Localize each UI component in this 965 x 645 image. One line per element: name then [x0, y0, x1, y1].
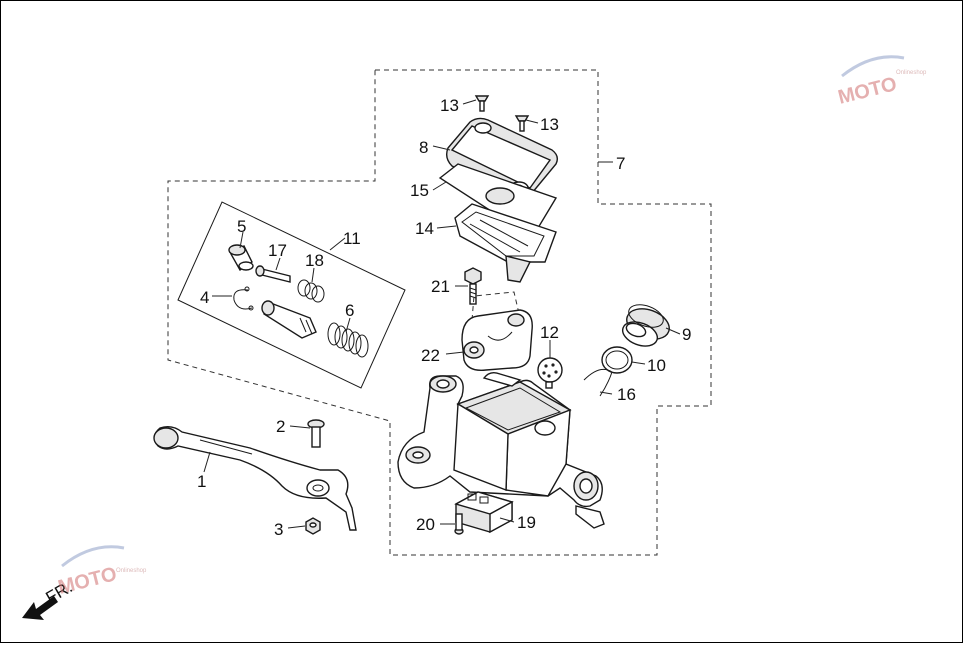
screw-20: [454, 513, 464, 535]
callout-2: 2: [276, 417, 285, 436]
callout-15: 15: [410, 181, 429, 200]
callout-11: 11: [343, 229, 361, 248]
callout-3: 3: [274, 520, 283, 539]
bolt-21: [464, 267, 482, 305]
callout-7: 7: [616, 154, 625, 173]
o-ring: [601, 346, 633, 374]
diaphragm-plate: [438, 163, 558, 229]
dust-boot: [621, 304, 670, 347]
assembly-7-outline: [167, 69, 712, 556]
callout-8: 8: [419, 138, 428, 157]
callout-14: 14: [415, 219, 434, 238]
callout-20: 20: [416, 515, 435, 534]
callout-16: 16: [617, 385, 636, 404]
callout-19: 19: [517, 513, 536, 532]
callout-12: 12: [540, 323, 559, 342]
callout-22: 22: [421, 346, 440, 365]
watermark-top-right: MOTO Onlineshop: [836, 55, 927, 109]
pushrod-17: [255, 265, 291, 283]
callout-13-left: 13: [440, 96, 459, 115]
callout-21: 21: [431, 277, 450, 296]
callout-10: 10: [647, 356, 666, 375]
leader-lines: [203, 99, 681, 529]
callout-1: 1: [197, 472, 206, 491]
spring-6: [327, 322, 369, 358]
spring-18: [297, 279, 325, 303]
callout-9: 9: [682, 325, 691, 344]
screw-13-left: [474, 95, 490, 112]
watermark-bottom-left: MOTO Onlineshop: [56, 545, 147, 599]
screw-13-right: [514, 115, 530, 132]
reservoir-diaphragm: [454, 203, 557, 283]
callout-4: 4: [200, 288, 209, 307]
master-cylinder-body: [397, 371, 605, 529]
handlebar-clamp: [461, 291, 533, 371]
callout-5: 5: [237, 217, 246, 236]
callout-13-right: 13: [540, 115, 559, 134]
watermark-text: MOTO: [56, 563, 119, 599]
callout-18: 18: [305, 251, 324, 270]
brake-lever: [153, 425, 357, 531]
pivot-bolt: [307, 419, 325, 448]
callout-6: 6: [345, 301, 354, 320]
assembly-11-box: [177, 201, 406, 389]
watermark-subtext: Onlineshop: [896, 70, 927, 76]
circlip-16: [583, 368, 613, 397]
nut: [305, 517, 321, 535]
brake-switch: [454, 491, 514, 534]
watermark-text: MOTO: [836, 73, 899, 109]
callout-17: 17: [268, 241, 287, 260]
sight-glass: [537, 357, 563, 389]
piston-cup-5: [228, 244, 254, 272]
watermark-subtext: Onlineshop: [116, 568, 147, 574]
circlip-4: [233, 286, 254, 311]
piston-6: [261, 300, 317, 339]
